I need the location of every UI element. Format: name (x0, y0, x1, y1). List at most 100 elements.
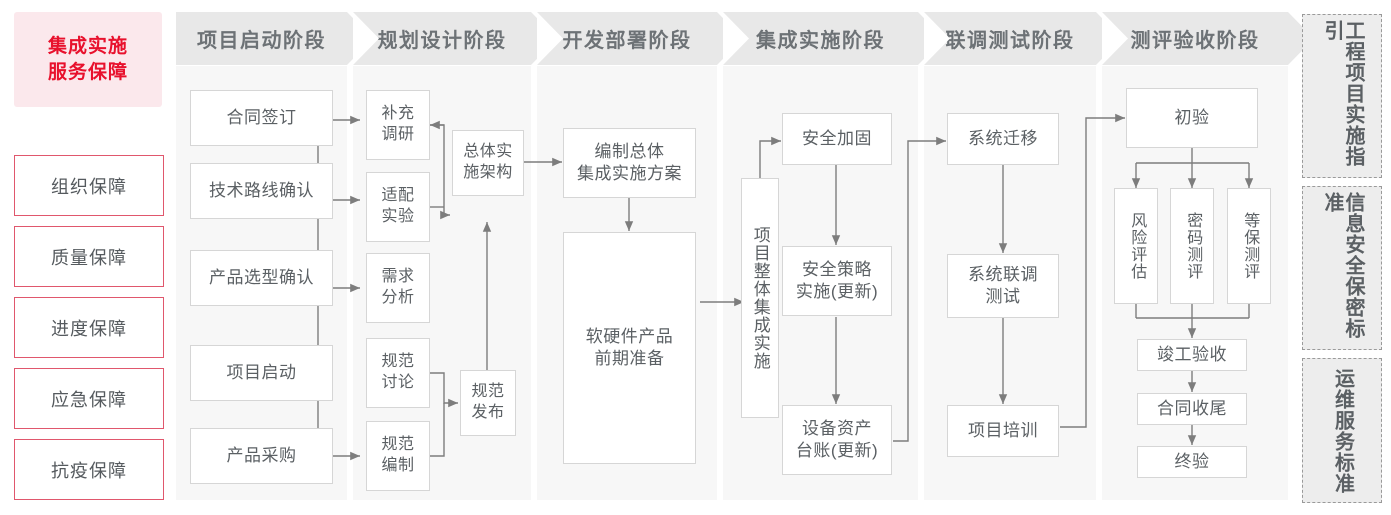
node-tech-route-confirm[interactable]: 技术路线确认 (190, 163, 333, 219)
phase-header-label: 开发部署阶段 (562, 30, 692, 52)
sidebar-item-label: 进度保障 (51, 318, 127, 339)
node-label-line1: 编制总体 (594, 141, 665, 161)
phase-header-startup[interactable]: 项目启动阶段 (176, 12, 373, 65)
node-overall-integration-plan[interactable]: 编制总体 集成实施方案 (563, 128, 696, 198)
node-label-line2: 测试 (985, 287, 1021, 306)
node-standard-release[interactable]: 规范 发布 (460, 370, 516, 436)
node-preliminary-acceptance[interactable]: 初验 (1126, 88, 1258, 148)
node-overall-project-integration[interactable]: 项目整体集成实施 (741, 178, 779, 418)
node-label-line2: 调研 (381, 126, 415, 143)
node-label: 风险评估 (1128, 212, 1146, 280)
node-label-line2: 台账(更新) (795, 441, 879, 460)
sidebar-item-label: 抗疫保障 (51, 460, 127, 481)
node-label-line1: 规范 (381, 353, 415, 371)
node-security-policy-implementation[interactable]: 安全策略 实施(更新) (782, 246, 892, 316)
node-label-line1: 需求 (381, 268, 415, 286)
phase-header-acceptance[interactable]: 测评验收阶段 (1102, 12, 1314, 65)
node-security-hardening[interactable]: 安全加固 (782, 113, 892, 165)
phase-header-planning[interactable]: 规划设计阶段 (353, 12, 557, 65)
node-label-line1: 软硬件产品 (585, 326, 674, 346)
node-adaptation-experiment[interactable]: 适配 实验 (366, 172, 430, 242)
node-product-selection-confirm[interactable]: 产品选型确认 (190, 250, 333, 306)
node-label-line1: 规范 (381, 436, 415, 454)
node-standard-discussion[interactable]: 规范 讨论 (366, 338, 430, 408)
node-project-training[interactable]: 项目培训 (947, 405, 1059, 457)
node-label-line2: 集成实施方案 (577, 164, 682, 183)
sidebar-item-label: 应急保障 (51, 389, 127, 410)
node-mlps-evaluation[interactable]: 等保测评 (1227, 188, 1271, 304)
phase-header-label: 项目启动阶段 (197, 30, 326, 52)
node-hw-sw-preparation[interactable]: 软硬件产品 前期准备 (563, 232, 696, 464)
node-label-line2: 讨论 (381, 374, 415, 391)
node-label-line2: 实验 (381, 208, 415, 225)
sidebar-item-quality[interactable]: 质量保障 (14, 226, 164, 287)
chevron-notch-icon (537, 12, 563, 65)
node-label: 系统迁移 (968, 128, 1038, 148)
chevron-notch-icon (723, 12, 749, 65)
node-label: 竣工验收 (1157, 344, 1227, 364)
phase-header-label: 集成实施阶段 (756, 30, 885, 52)
node-standard-drafting[interactable]: 规范 编制 (366, 421, 430, 491)
chevron-notch-icon (924, 12, 950, 65)
node-label: 项目启动 (226, 362, 297, 382)
node-label-line2: 编制 (381, 457, 415, 474)
node-label-line2: 发布 (471, 404, 505, 421)
standard-label: 信息安全保密标准 (1321, 191, 1364, 339)
node-label: 密码测评 (1184, 212, 1202, 280)
standard-label: 工程项目实施指引 (1321, 19, 1364, 167)
node-label-line2: 施架构 (463, 164, 513, 181)
sidebar-item-label: 质量保障 (51, 247, 127, 268)
sidebar-item-label: 组织保障 (51, 176, 127, 197)
sidebar-item-organization[interactable]: 组织保障 (14, 155, 164, 216)
node-label: 项目整体集成实施 (750, 226, 770, 370)
phase-header-integrate[interactable]: 集成实施阶段 (723, 12, 944, 65)
node-label: 等保测评 (1241, 212, 1259, 280)
sidebar-item-emergency[interactable]: 应急保障 (14, 368, 164, 429)
sidebar-title-line2: 服务保障 (47, 61, 128, 83)
node-label-line1: 规范 (471, 383, 505, 401)
node-product-procurement[interactable]: 产品采购 (190, 428, 333, 484)
node-final-acceptance[interactable]: 终验 (1137, 446, 1247, 478)
node-label-line1: 总体实 (463, 143, 513, 161)
node-label: 安全加固 (802, 128, 872, 148)
node-supplementary-research[interactable]: 补充 调研 (366, 90, 430, 160)
node-equipment-asset-ledger[interactable]: 设备资产 台账(更新) (782, 405, 892, 475)
chevron-notch-icon (353, 12, 379, 65)
node-project-kickoff[interactable]: 项目启动 (190, 345, 333, 401)
node-contract-closure[interactable]: 合同收尾 (1137, 393, 1247, 425)
sidebar-item-schedule[interactable]: 进度保障 (14, 297, 164, 358)
node-risk-assessment[interactable]: 风险评估 (1114, 188, 1158, 304)
phase-header-jointtest[interactable]: 联调测试阶段 (924, 12, 1122, 65)
standard-label: 运维服务标准 (1331, 367, 1354, 494)
node-label-line2: 分析 (381, 289, 415, 306)
node-label: 终验 (1174, 451, 1210, 471)
chevron-notch-icon (1102, 12, 1128, 65)
sidebar-title-line1: 集成实施 (47, 35, 128, 57)
node-label-line2: 前期准备 (594, 349, 665, 368)
phase-header-label: 规划设计阶段 (377, 30, 507, 52)
node-label: 项目培训 (968, 420, 1038, 440)
node-label-line2: 实施(更新) (795, 282, 879, 301)
node-requirement-analysis[interactable]: 需求 分析 (366, 253, 430, 323)
sidebar-title: 集成实施 服务保障 (14, 12, 162, 107)
standard-operation-maintenance-service[interactable]: 运维服务标准 (1302, 358, 1382, 503)
standard-information-security-confidentiality[interactable]: 信息安全保密标准 (1302, 186, 1382, 350)
node-label: 技术路线确认 (209, 180, 314, 200)
phase-header-label: 测评验收阶段 (1130, 30, 1260, 52)
standard-engineering-project-guideline[interactable]: 工程项目实施指引 (1302, 14, 1382, 178)
node-cryptography-evaluation[interactable]: 密码测评 (1170, 188, 1214, 304)
node-label: 合同签订 (226, 107, 297, 127)
node-system-joint-test[interactable]: 系统联调 测试 (947, 254, 1059, 318)
node-label: 产品采购 (226, 445, 297, 465)
node-completion-acceptance[interactable]: 竣工验收 (1137, 339, 1247, 371)
phase-header-deploy[interactable]: 开发部署阶段 (537, 12, 743, 65)
phase-header-label: 联调测试阶段 (945, 30, 1075, 52)
node-label-line1: 设备资产 (802, 418, 872, 438)
node-label-line1: 安全策略 (802, 259, 872, 279)
node-contract-signing[interactable]: 合同签订 (190, 90, 333, 146)
node-label-line1: 适配 (381, 187, 415, 205)
sidebar-item-epidemic[interactable]: 抗疫保障 (14, 439, 164, 500)
node-system-migration[interactable]: 系统迁移 (947, 113, 1059, 165)
node-overall-implementation-architecture[interactable]: 总体实 施架构 (452, 130, 524, 196)
